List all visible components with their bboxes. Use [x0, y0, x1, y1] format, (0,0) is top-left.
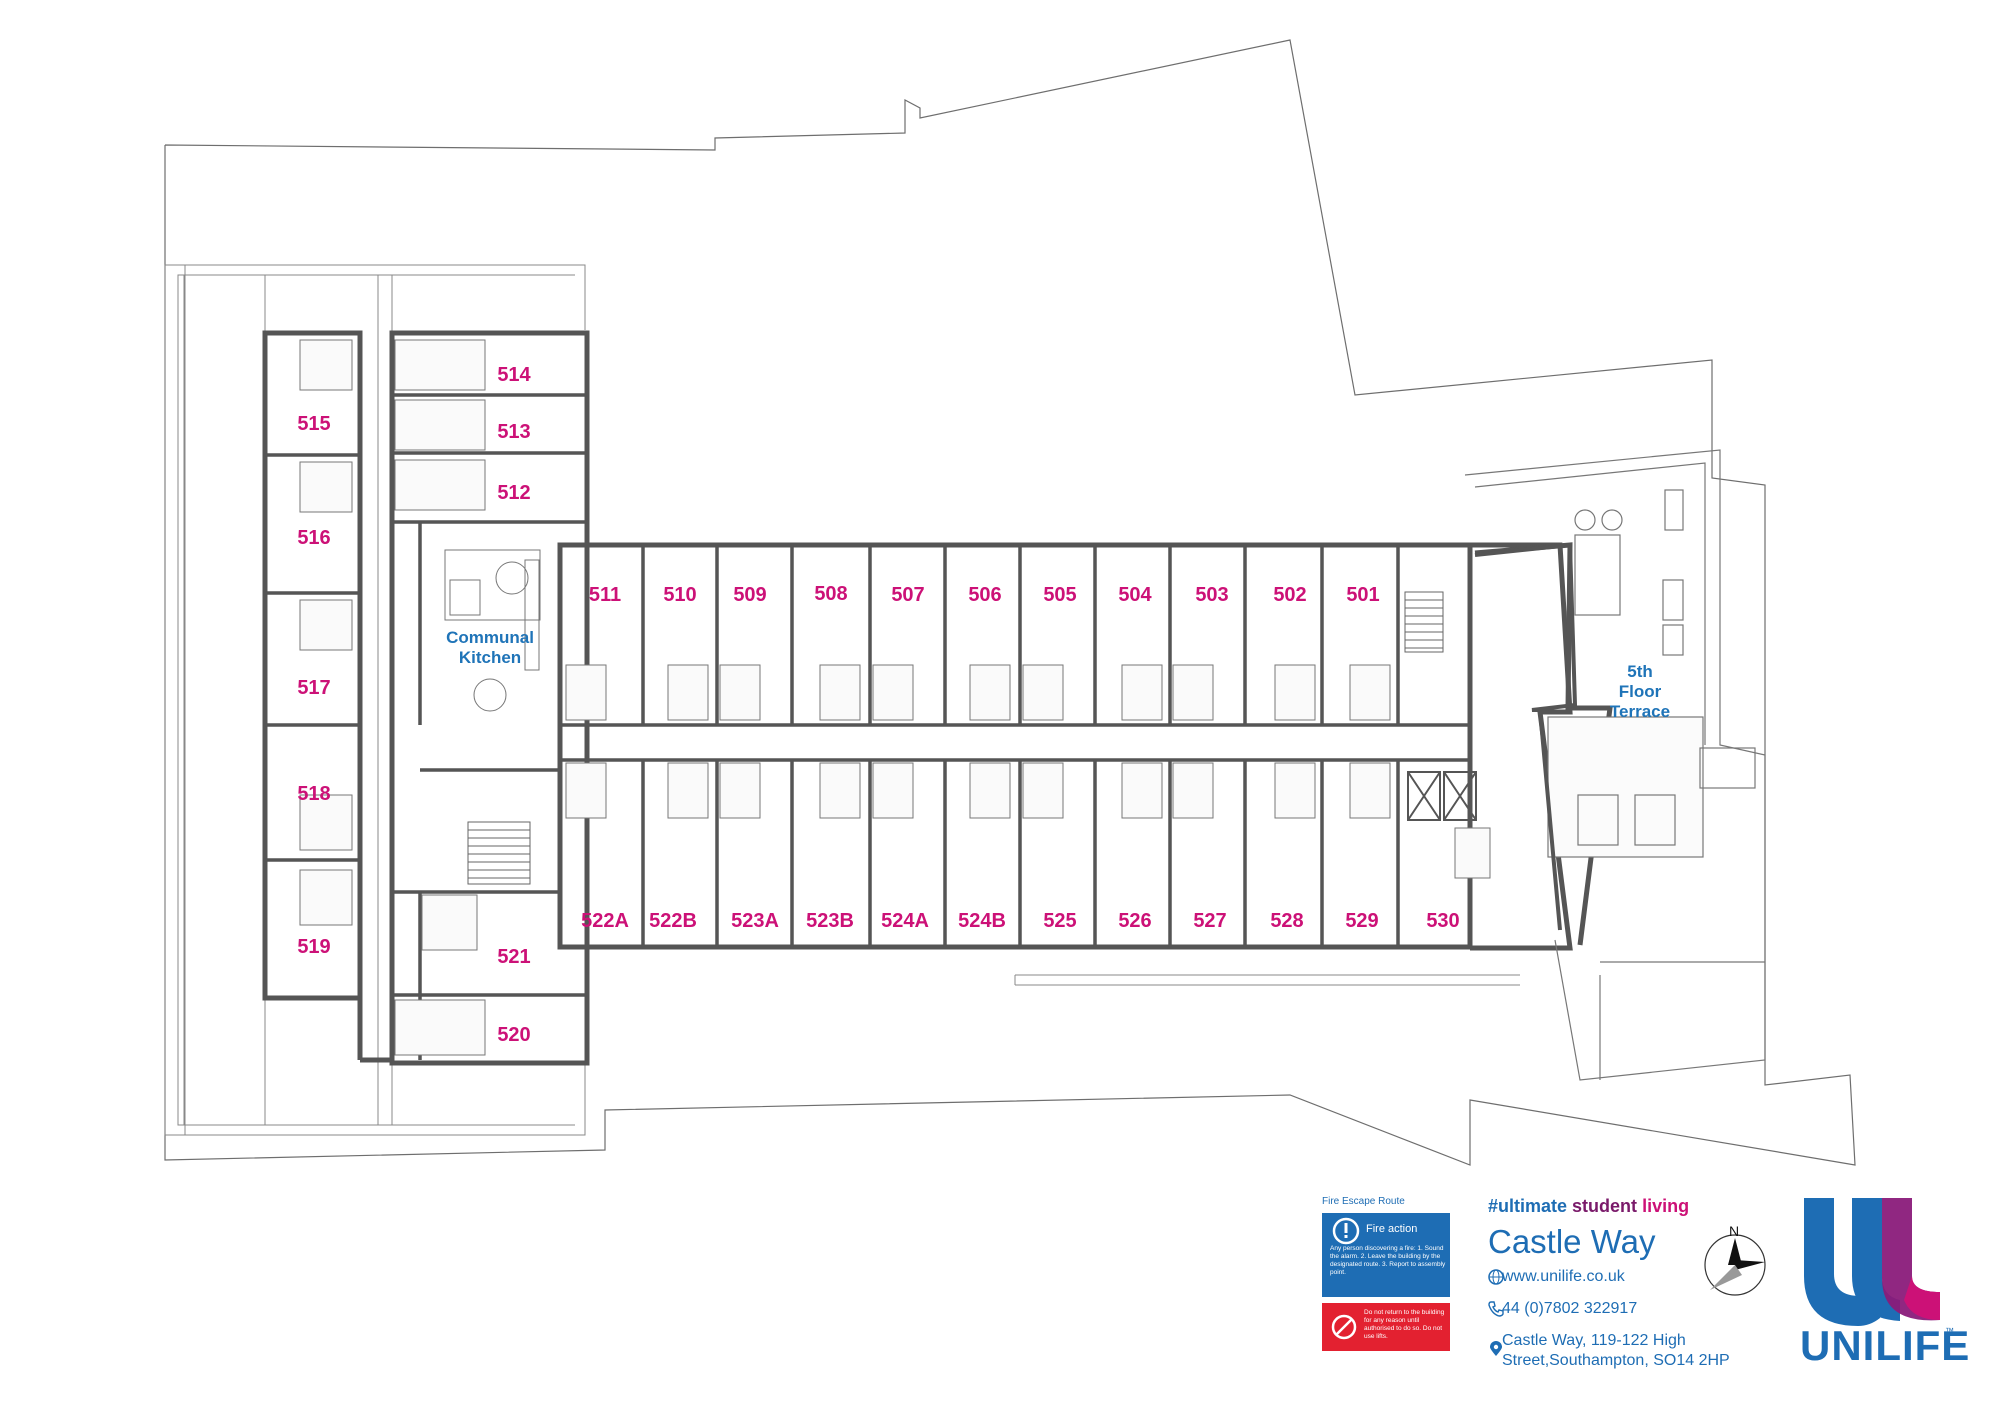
- room-label-524A: 524A: [881, 910, 929, 932]
- fire-escape-panel: Fire Escape Route Fire action Any person…: [1322, 1196, 1456, 1364]
- unilife-logo: [1804, 1198, 1940, 1326]
- trademark-symbol: ™: [1945, 1326, 1954, 1336]
- west-wing-rooms: [265, 393, 587, 1060]
- room-label-514: 514: [497, 364, 531, 386]
- room-label-506: 506: [968, 584, 1001, 606]
- address-line-1: Castle Way, 119-122 High: [1502, 1332, 1686, 1349]
- terrace-label-line2: Floor: [1619, 682, 1662, 701]
- room-label-511: 511: [589, 584, 621, 606]
- stairs-west: [467, 821, 531, 885]
- address-line-2: Street,Southampton, SO14 2HP: [1502, 1352, 1730, 1369]
- building-name: Castle Way: [1488, 1223, 1656, 1260]
- fire-warning-text: Do not return to the building for any re…: [1364, 1309, 1445, 1340]
- room-label-518: 518: [297, 783, 330, 805]
- room-label-525: 525: [1043, 910, 1076, 932]
- room-label-529: 529: [1345, 910, 1378, 932]
- room-label-521: 521: [497, 946, 530, 968]
- room-label-519: 519: [297, 936, 330, 958]
- room-labels: 514 513 512 515 516 517 518 519 521 520 …: [297, 364, 1459, 1046]
- website-row[interactable]: www.unilife.co.uk: [1488, 1267, 1748, 1287]
- room-label-507: 507: [891, 584, 924, 606]
- fire-action-box: Fire action Any person discovering a fir…: [1322, 1213, 1450, 1297]
- compass-north-letter: N: [1729, 1223, 1739, 1239]
- room-label-512: 512: [497, 482, 530, 504]
- terrace-label-line3: Terrace: [1610, 702, 1670, 721]
- tagline-part-ultimate: #ultimate: [1488, 1196, 1568, 1216]
- kitchen-label-line2: Kitchen: [459, 648, 521, 667]
- west-wing-furniture: [299, 339, 486, 1056]
- room-label-509: 509: [733, 584, 766, 606]
- terrace-label-line1: 5th: [1627, 662, 1653, 681]
- room-label-513: 513: [497, 421, 530, 443]
- room-label-501: 501: [1346, 584, 1379, 606]
- room-label-505: 505: [1043, 584, 1076, 606]
- tagline-part-student: student: [1572, 1196, 1638, 1216]
- room-label-517: 517: [297, 677, 330, 699]
- bathroom-pods-upper: [565, 664, 1391, 721]
- room-label-528: 528: [1270, 910, 1303, 932]
- terrace-core-wall: [1474, 542, 1578, 931]
- tagline-part-living: living: [1642, 1196, 1690, 1216]
- room-label-522B: 522B: [649, 910, 697, 932]
- exclamation-icon: [1332, 1217, 1360, 1245]
- room-label-523B: 523B: [806, 910, 854, 932]
- room-label-504: 504: [1118, 584, 1152, 606]
- lifts: [1407, 771, 1477, 821]
- phone-icon: [1488, 1301, 1504, 1317]
- area-labels: Communal Kitchen 5th Floor Terrace: [446, 628, 1670, 721]
- north-compass: N: [1704, 1223, 1766, 1296]
- room-label-502: 502: [1273, 584, 1306, 606]
- phone-row[interactable]: 44 (0)7802 322917: [1488, 1299, 1748, 1319]
- south-balcony: [1014, 974, 1520, 986]
- website-link[interactable]: www.unilife.co.uk: [1502, 1268, 1625, 1285]
- room-label-508: 508: [814, 583, 847, 605]
- contact-info-panel: #ultimate student living Castle Way www.…: [1488, 1196, 1748, 1371]
- room-label-523A: 523A: [731, 910, 779, 932]
- prohibited-icon: [1331, 1314, 1357, 1340]
- fire-warning-box: Do not return to the building for any re…: [1322, 1303, 1450, 1351]
- room-label-510: 510: [663, 584, 696, 606]
- kitchen-label-line1: Communal: [446, 628, 534, 647]
- stairs-east: [1404, 591, 1444, 653]
- room-label-530: 530: [1426, 910, 1459, 932]
- room-label-515: 515: [297, 413, 330, 435]
- room-label-520: 520: [497, 1024, 530, 1046]
- unilife-wordmark: UNILIFE: [1800, 1322, 1971, 1369]
- terrace-structure: [1464, 449, 1766, 1081]
- room-label-522A: 522A: [581, 910, 629, 932]
- fire-action-label: Fire action: [1366, 1223, 1418, 1235]
- address-row: Castle Way, 119-122 High Street,Southamp…: [1488, 1331, 1748, 1371]
- bathroom-pods-lower: [565, 762, 1491, 879]
- room-label-526: 526: [1118, 910, 1151, 932]
- fire-action-steps: Any person discovering a fire: 1. Sound …: [1330, 1245, 1446, 1276]
- central-rooms: [560, 545, 1470, 947]
- room-label-503: 503: [1195, 584, 1228, 606]
- fire-escape-title: Fire Escape Route: [1322, 1196, 1405, 1207]
- room-label-527: 527: [1193, 910, 1226, 932]
- phone-number[interactable]: 44 (0)7802 322917: [1502, 1300, 1638, 1317]
- location-pin-icon: [1490, 1341, 1502, 1356]
- tagline: #ultimate student living: [1488, 1196, 1748, 1217]
- globe-icon: [1488, 1269, 1504, 1285]
- room-label-516: 516: [297, 527, 330, 549]
- site-boundary: [164, 39, 1856, 1166]
- room-label-524B: 524B: [958, 910, 1006, 932]
- kitchen-furniture: [444, 549, 541, 712]
